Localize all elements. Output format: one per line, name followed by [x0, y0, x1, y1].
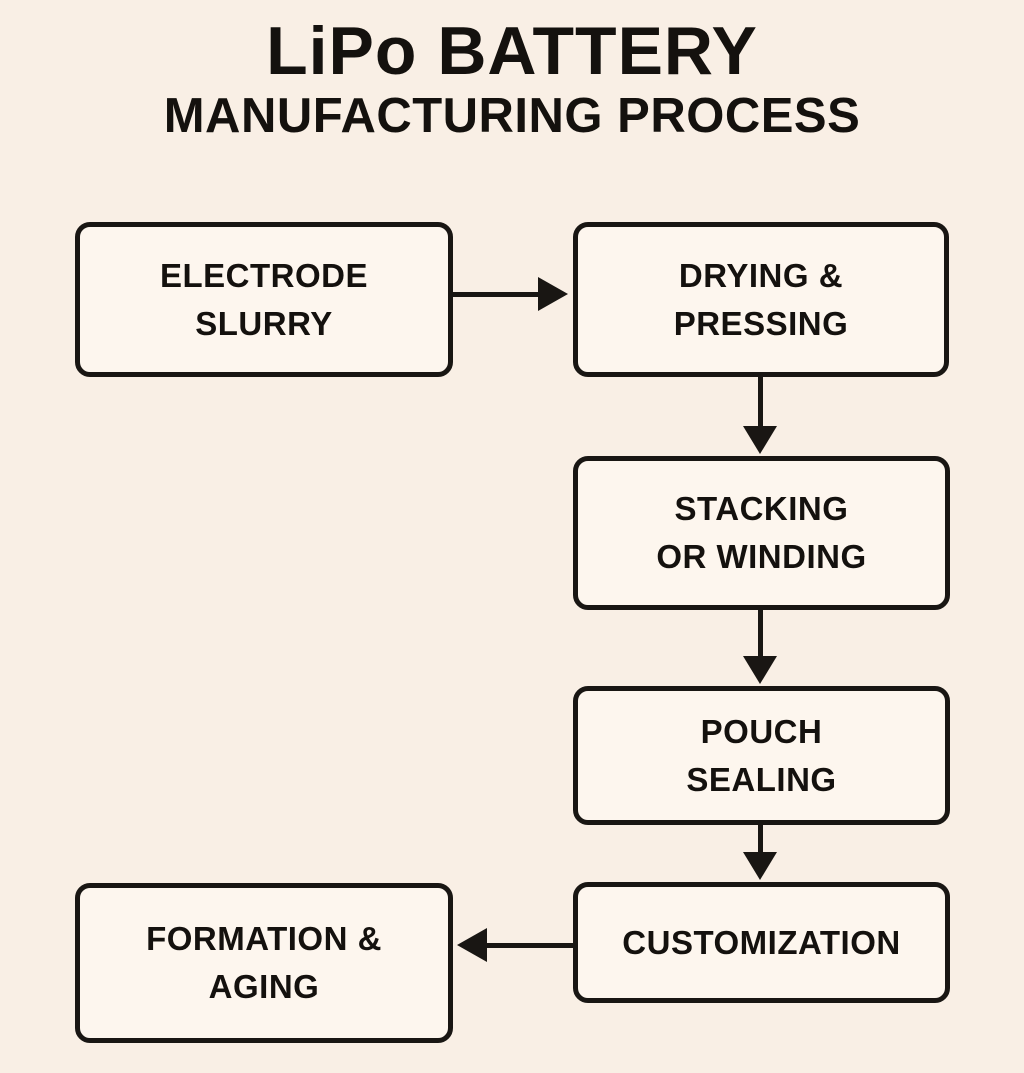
node-formation-aging-label: FORMATION & AGING: [146, 920, 382, 1005]
arrow-line-pouch-to-customization: [758, 822, 763, 858]
arrow-line-electrode-to-drying: [451, 292, 541, 297]
arrowhead-right-icon: [538, 277, 568, 311]
node-pouch-sealing: POUCH SEALING: [573, 686, 950, 825]
arrowhead-down-icon: [743, 852, 777, 880]
node-drying-pressing: DRYING & PRESSING: [573, 222, 949, 377]
title-block: LiPo BATTERY MANUFACTURING PROCESS: [0, 0, 1024, 142]
page-subtitle: MANUFACTURING PROCESS: [163, 88, 861, 143]
node-drying-pressing-label: DRYING & PRESSING: [673, 256, 849, 342]
node-electrode-slurry-label: ELECTRODE SLURRY: [159, 256, 368, 342]
arrowhead-down-icon: [743, 656, 777, 684]
arrowhead-left-icon: [457, 928, 487, 962]
node-customization: CUSTOMIZATION: [573, 882, 950, 1003]
node-stacking-winding-label: STACKING OR WINDING: [656, 490, 867, 575]
node-electrode-slurry: ELECTRODE SLURRY: [75, 222, 453, 377]
node-pouch-sealing-label: POUCH SEALING: [686, 712, 837, 798]
arrowhead-down-icon: [743, 426, 777, 454]
node-customization-label: CUSTOMIZATION: [622, 923, 901, 961]
arrow-line-drying-to-stacking: [758, 374, 763, 432]
node-formation-aging: FORMATION & AGING: [75, 883, 453, 1043]
node-stacking-winding: STACKING OR WINDING: [573, 456, 950, 610]
arrow-line-stacking-to-pouch: [758, 607, 763, 662]
arrow-line-customization-to-formation: [485, 943, 573, 948]
page-title: LiPo BATTERY: [266, 13, 758, 89]
